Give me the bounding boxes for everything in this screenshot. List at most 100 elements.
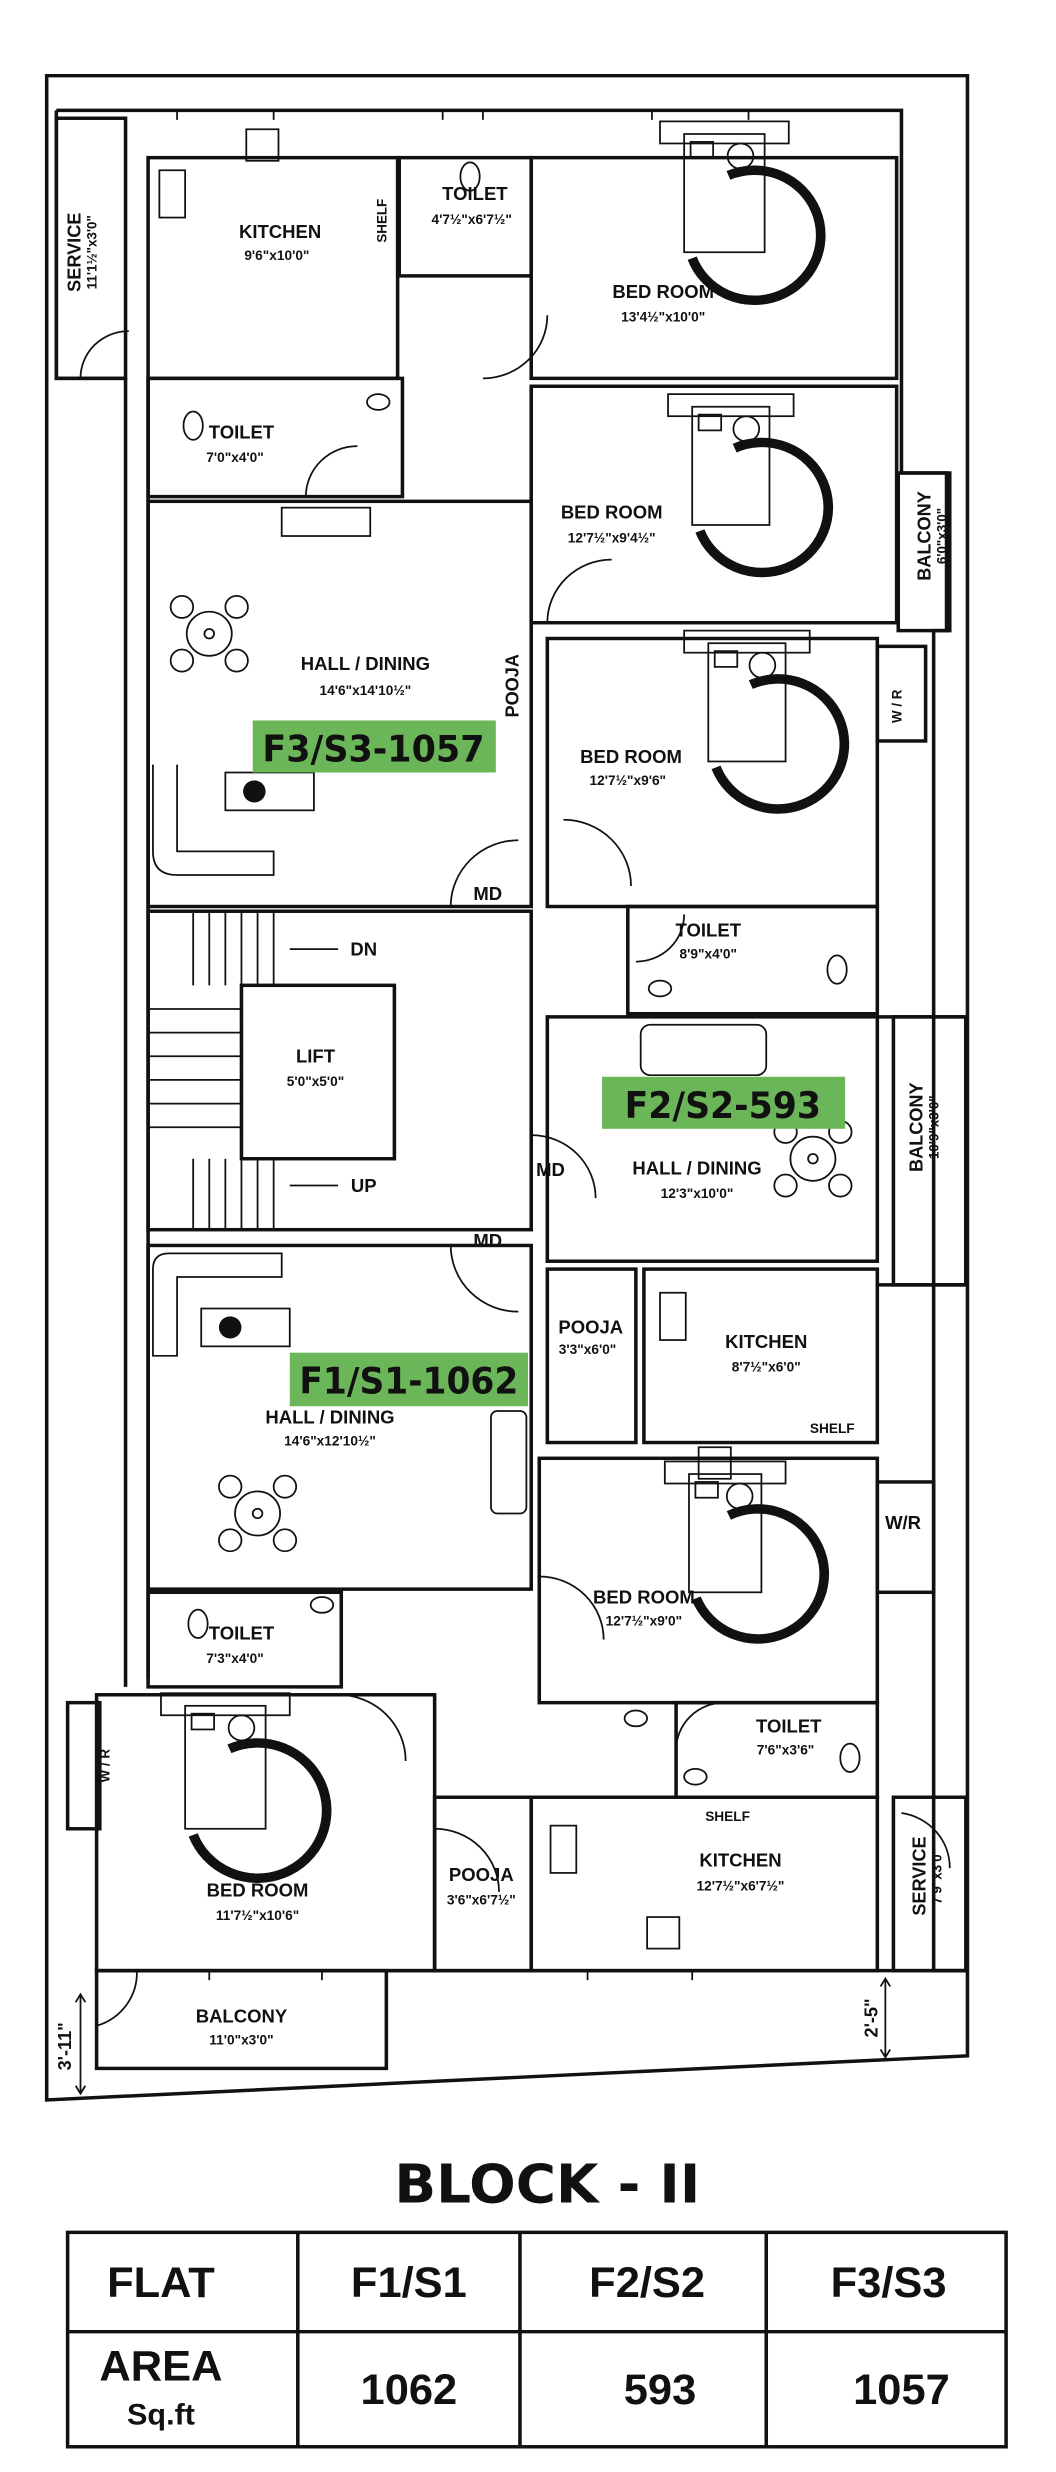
kitchen-f1-label: KITCHEN bbox=[699, 1850, 781, 1871]
toilet-icon bbox=[459, 161, 481, 192]
plot-boundary bbox=[44, 73, 970, 2102]
wr-f1-a-label: W/R bbox=[885, 1512, 921, 1533]
plant-icon bbox=[218, 1316, 242, 1339]
headboard-icon bbox=[663, 1460, 787, 1485]
area-table: FLAT AREA Sq.ft F1/S1 F2/S2 F3/S3 1062 5… bbox=[65, 2230, 1008, 2449]
wr-f2-label: W / R bbox=[889, 689, 904, 723]
pillow-icon bbox=[694, 1481, 719, 1499]
furniture bbox=[152, 120, 861, 1950]
dining-table-icon bbox=[234, 1490, 281, 1537]
stove-icon bbox=[549, 1824, 578, 1874]
stair-up-label: UP bbox=[351, 1175, 377, 1196]
hall-f3-label: HALL / DINING bbox=[301, 653, 430, 674]
dining-table-icon bbox=[185, 610, 233, 657]
wash-basin-icon bbox=[366, 393, 391, 411]
lift-label: LIFT bbox=[296, 1046, 335, 1067]
flat-label-f3: F3/S3-1057 bbox=[262, 728, 484, 771]
md-f1-label: MD bbox=[473, 1230, 502, 1251]
shelf-f1-label: SHELF bbox=[705, 1809, 750, 1824]
pillow-icon bbox=[689, 141, 715, 159]
chair-icon bbox=[169, 648, 195, 673]
balcony-f3-label: BALCONY bbox=[913, 491, 934, 581]
toilet-f3-b-label: TOILET bbox=[209, 421, 274, 442]
kitchen-sink-icon bbox=[697, 1446, 732, 1480]
chair-icon bbox=[272, 1528, 298, 1553]
balcony-f2-label: BALCONY bbox=[905, 1082, 926, 1172]
rug-icon bbox=[711, 674, 850, 814]
plant-icon bbox=[243, 780, 266, 803]
bedroom-f2-dims: 12'7½"x9'6" bbox=[590, 773, 667, 788]
rug-icon bbox=[691, 1504, 830, 1644]
service-f1-dims: 7'9"x3'0" bbox=[930, 1848, 945, 1904]
headboard-icon bbox=[667, 393, 795, 418]
service-f1-label: SERVICE bbox=[908, 1836, 929, 1915]
person-icon bbox=[725, 1482, 754, 1510]
block-title: BLOCK - II bbox=[394, 2153, 700, 2215]
toilet-f1-a-label: TOILET bbox=[209, 1623, 274, 1644]
bedroom-f3-b-label: BED ROOM bbox=[561, 502, 663, 523]
toilet-f1-a-dims: 7'3"x4'0" bbox=[206, 1651, 263, 1666]
setback-left-arrow bbox=[74, 1992, 87, 2096]
toilet-f3-a-label: TOILET bbox=[442, 183, 507, 204]
shelf-f2-label: SHELF bbox=[810, 1421, 855, 1436]
chair-icon bbox=[224, 595, 249, 619]
hall-f2-label: HALL / DINING bbox=[632, 1158, 761, 1179]
table-header-area-unit: Sq.ft bbox=[127, 2399, 195, 2432]
balcony-f1-dims: 11'0"x3'0" bbox=[209, 2033, 273, 2048]
pillow-icon bbox=[190, 1712, 215, 1731]
hall-f3-dims: 14'6"x14'10½" bbox=[320, 683, 412, 698]
bed-icon bbox=[683, 133, 766, 254]
kitchen-f3-label: KITCHEN bbox=[239, 221, 321, 242]
toilet-icon bbox=[826, 954, 848, 985]
sofa-icon bbox=[152, 1252, 283, 1357]
table-header-area: AREA bbox=[99, 2343, 222, 2390]
toilet-icon bbox=[182, 410, 204, 441]
pooja-f1-label: POOJA bbox=[449, 1864, 514, 1885]
rug-icon bbox=[188, 1738, 332, 1883]
flat-label-f1: F1/S1-1062 bbox=[299, 1360, 518, 1403]
bedroom-f3-b-dims: 12'7½"x9'4½" bbox=[568, 530, 656, 545]
wr-f1-b-label: W / R bbox=[97, 1749, 112, 1783]
rug-icon bbox=[695, 437, 834, 578]
bedroom-f1-a-dims: 12'7½"x9'0" bbox=[606, 1614, 683, 1629]
table-flat-1: F1/S1 bbox=[351, 2259, 467, 2306]
wash-basin-icon bbox=[309, 1596, 335, 1614]
sofa-icon bbox=[152, 764, 275, 876]
pillow-icon bbox=[697, 413, 723, 432]
headboard-icon bbox=[160, 1692, 291, 1717]
toilet-f3-a-dims: 4'7½"x6'7½" bbox=[432, 212, 512, 227]
table-area-2: 593 bbox=[624, 2367, 696, 2414]
hall-f1-dims: 14'6"x12'10½" bbox=[284, 1434, 376, 1449]
person-icon bbox=[726, 142, 755, 170]
balcony-f1-label: BALCONY bbox=[196, 2006, 287, 2027]
walls bbox=[54, 108, 968, 2071]
wash-basin-icon bbox=[623, 1709, 649, 1728]
kitchen-f1-dims: 12'7½"x6'7½" bbox=[697, 1878, 785, 1893]
kitchen-sink-icon bbox=[245, 128, 280, 162]
person-icon bbox=[748, 651, 777, 679]
chair-icon bbox=[169, 595, 195, 619]
hall-f1-label: HALL / DINING bbox=[265, 1407, 394, 1428]
pooja-f2-dims: 3'3"x6'0" bbox=[559, 1342, 616, 1357]
pooja-unit-icon bbox=[280, 506, 372, 537]
pooja-f2-label: POOJA bbox=[558, 1317, 623, 1338]
rug-icon bbox=[687, 165, 826, 306]
chair-icon bbox=[773, 1173, 798, 1198]
flat-label-f2: F2/S2-593 bbox=[625, 1084, 821, 1127]
kitchen-f2-dims: 8'7½"x6'0" bbox=[732, 1360, 801, 1375]
dining-table-center-icon bbox=[251, 1507, 264, 1520]
dining-table-center-icon bbox=[203, 628, 215, 640]
chair-icon bbox=[218, 1474, 243, 1499]
hall-f2-dims: 12'3"x10'0" bbox=[661, 1186, 734, 1201]
coffee-table-icon bbox=[200, 1307, 291, 1348]
md-f2-label: MD bbox=[536, 1159, 565, 1180]
chair-icon bbox=[224, 648, 249, 673]
chair-icon bbox=[272, 1474, 298, 1499]
pooja-f1-dims: 3'6"x6'7½" bbox=[447, 1893, 516, 1908]
stove-icon bbox=[158, 169, 187, 219]
table-area-1: 1062 bbox=[361, 2367, 458, 2414]
bed-icon bbox=[691, 405, 771, 526]
setback-left-label: 3'-11" bbox=[54, 2022, 75, 2070]
bed-icon bbox=[688, 1473, 763, 1594]
